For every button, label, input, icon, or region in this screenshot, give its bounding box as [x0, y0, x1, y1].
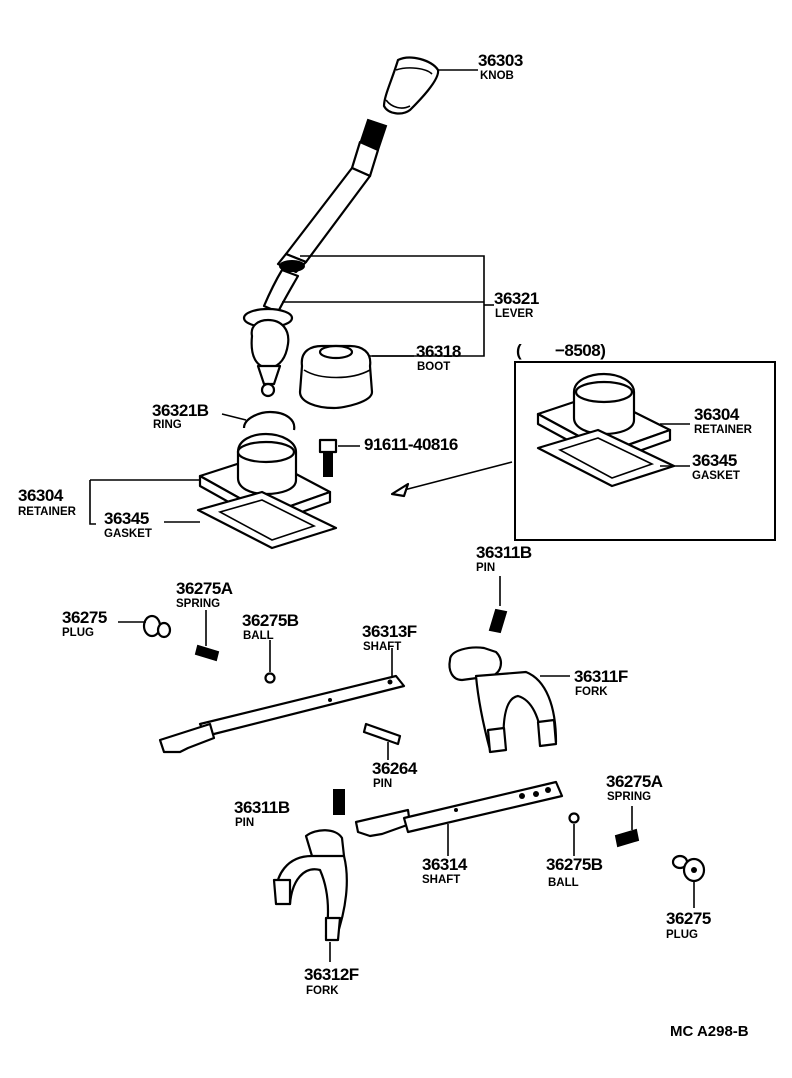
arrow-drawing — [390, 461, 513, 498]
lever-number: 36321 — [494, 289, 539, 308]
shaft-lower-drawing — [354, 780, 564, 838]
pin-lower-drawing — [333, 789, 345, 815]
inset-gasket-number: 36345 — [692, 451, 737, 470]
lever-name: LEVER — [495, 308, 534, 320]
shaft-lower-name: SHAFT — [422, 874, 460, 886]
pin-upper-number: 36311B — [476, 543, 532, 562]
bolt-number: 91611-40816 — [364, 435, 458, 454]
ring-drawing — [242, 410, 296, 431]
boot-drawing — [298, 344, 374, 410]
pin-lower-number: 36311B — [234, 798, 290, 817]
plug-left-number: 36275 — [62, 608, 107, 627]
inset-range: ( −8508) — [516, 341, 605, 360]
pin-lower-name: PIN — [235, 817, 254, 829]
pin-shaft-drawing — [362, 722, 402, 746]
inset-box — [514, 361, 776, 541]
inset-gasket-name: GASKET — [692, 470, 740, 482]
ring-name: RING — [153, 419, 182, 431]
shaft-upper-drawing — [158, 674, 406, 754]
fork-upper-drawing — [448, 646, 558, 754]
fork-lower-drawing — [272, 829, 348, 942]
lever-bracket — [300, 255, 485, 357]
gasket-number: 36345 — [104, 509, 149, 528]
spring-left-name: SPRING — [176, 598, 220, 610]
boot-name: BOOT — [417, 361, 450, 373]
figure-code: MC A298-B — [670, 1023, 749, 1040]
fork-upper-number: 36311F — [574, 667, 628, 686]
inset-retainer-name: RETAINER — [694, 424, 753, 436]
knob-name: KNOB — [480, 70, 514, 82]
spring-right-number: 36275A — [606, 772, 663, 791]
inset-retainer-number: 36304 — [694, 405, 740, 424]
ball-right-name: BALL — [548, 877, 579, 889]
ring-leader — [221, 413, 247, 421]
bolt-drawing — [318, 438, 338, 477]
ball-left-number: 36275B — [242, 611, 299, 630]
plug-right-number: 36275 — [666, 909, 711, 928]
retainer-name: RETAINER — [18, 506, 77, 518]
knob-drawing — [382, 56, 440, 115]
ball-right-drawing — [568, 812, 580, 824]
lever-drawing — [242, 118, 388, 398]
ball-left-name: BALL — [243, 630, 274, 642]
gasket-name: GASKET — [104, 528, 152, 540]
pin-shaft-number: 36264 — [372, 759, 418, 778]
plug-right-name: PLUG — [666, 929, 698, 941]
spring-right-drawing — [614, 828, 640, 848]
fork-lower-name: FORK — [306, 985, 339, 997]
spring-left-number: 36275A — [176, 579, 233, 598]
gasket-drawing — [196, 490, 338, 550]
plug-left-name: PLUG — [62, 627, 94, 639]
shaft-upper-name: SHAFT — [363, 641, 401, 653]
shaft-lower-number: 36314 — [422, 855, 468, 874]
pin-upper-name: PIN — [476, 562, 495, 574]
fork-lower-number: 36312F — [304, 965, 359, 984]
boot-number: 36318 — [416, 342, 461, 361]
pin-upper-drawing — [488, 608, 508, 634]
ring-number: 36321B — [152, 401, 209, 420]
spring-right-name: SPRING — [607, 791, 651, 803]
shaft-upper-number: 36313F — [362, 622, 417, 641]
plug-left-drawing — [142, 614, 172, 639]
ball-right-number: 36275B — [546, 855, 603, 874]
pin-shaft-name: PIN — [373, 778, 392, 790]
spring-left-drawing — [194, 644, 220, 662]
retainer-bracket — [89, 480, 96, 525]
ball-left-drawing — [264, 672, 276, 684]
plug-right-drawing — [671, 854, 706, 883]
knob-number: 36303 — [478, 51, 523, 70]
fork-upper-name: FORK — [575, 686, 608, 698]
retainer-number: 36304 — [18, 486, 64, 505]
